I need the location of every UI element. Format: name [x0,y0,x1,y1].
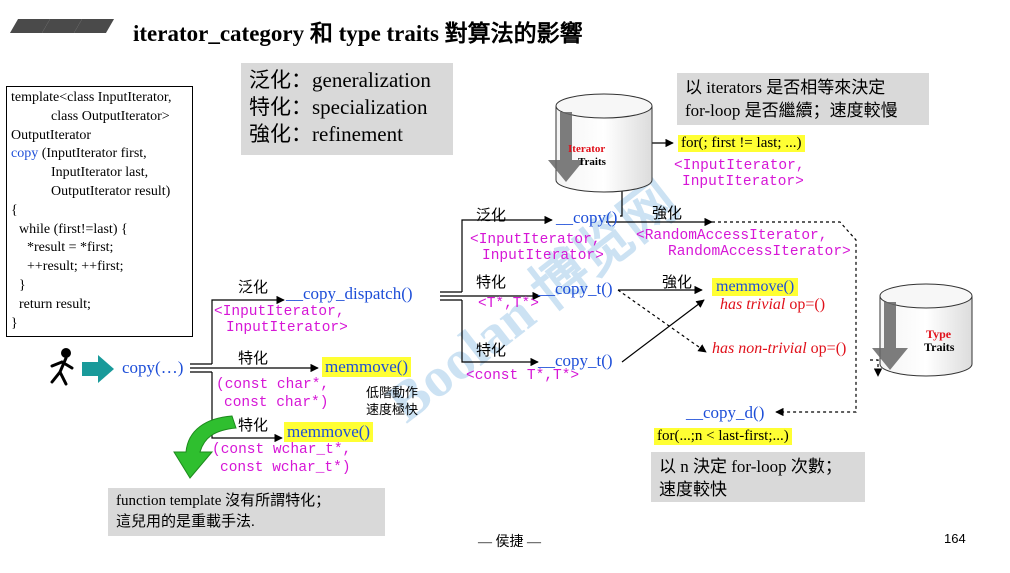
note-line: 速度極快 [366,402,419,417]
code-line: (InputIterator first, [38,146,147,162]
code-line: template<class InputIterator, [11,90,172,105]
condition-text: op=() [785,296,826,313]
note-line: function template 沒有所謂特化； [116,493,331,509]
copy-call: copy(…) [122,358,184,377]
copy-dispatch-fn: __copy_dispatch() [286,284,413,303]
iterator-compare-note: 以 iterators 是否相等來決定 for-loop 是否繼續；速度較慢 [677,73,929,125]
cylinder-label: Type [926,327,952,341]
input-iterator-args: <InputIterator, InputIterator> [674,158,805,190]
person-icon [50,348,74,386]
code-line: OutputIterator result) [51,183,171,199]
code-line: return result; [19,296,91,312]
note-line: for-loop 是否繼續；速度較慢 [685,101,898,120]
memmove-trivial: memmove() [712,278,799,296]
memmove-wchar: memmove() [284,422,374,442]
footer-author: — 侯捷 — [478,535,541,550]
label-specialization: 特化 [476,343,507,359]
has-non-trivial-op: has non-trivial op=() [712,340,846,358]
args-line: <InputIterator, [674,158,805,174]
args-line: RandomAccessIterator> [668,244,851,260]
char-args: (const char*, const char*) [216,376,329,412]
page-number: 164 [944,531,966,546]
code-line: } [11,315,18,331]
condition-text: op=() [806,340,847,357]
code-box: template<class InputIterator, class Outp… [6,86,193,337]
args-line: (const wchar_t*, [212,442,352,458]
label-specialization: 特化 [476,275,507,291]
condition-text: has non-trivial [712,340,807,357]
n-loop-note: 以 n 決定 for-loop 次數； 速度較快 [651,452,865,502]
low-level-note: 低階動作 速度極快 [366,384,418,418]
copy-inner-fn: __copy() [556,208,618,227]
copy-t-const-args: <const T*,T*> [466,368,580,384]
copy-t-pointer-fn: __copy_t() [538,279,613,298]
legend-generalization: 泛化：generalization [249,68,431,92]
dispatch-branch-lines [440,215,553,367]
code-line: *result = *first; [27,240,114,256]
type-traits-cylinder: Type Traits [872,283,973,377]
copy-d-fn: __copy_d() [686,403,765,422]
for-n-loop: for(...;n < last-first;...) [654,428,792,445]
args-line: <RandomAccessIterator, [636,228,828,244]
dispatch-template-args: <InputIterator, InputIterator> [214,304,348,336]
code-copy-keyword: copy [11,146,39,162]
label-generalization: 泛化 [476,208,507,224]
args-line: const char*) [224,395,329,411]
args-line: InputIterator> [482,248,604,264]
page-title: iterator_category 和 type traits 對算法的影響 [133,21,583,46]
copy-inner-args: <InputIterator, InputIterator> [470,232,604,264]
note-line: 低階動作 [366,385,419,400]
code-line: } [19,277,26,293]
call-arrow-icon [82,355,114,383]
label-refinement: 強化 [652,206,683,222]
note-line: 速度較快 [659,480,727,499]
code-line: while (first!=last) { [19,221,128,237]
args-line: <InputIterator, [214,304,345,320]
args-line: InputIterator> [682,174,804,190]
wchar-args: (const wchar_t*, const wchar_t*) [212,441,351,477]
for-first-last-loop: for(; first != last; ...) [678,135,805,152]
has-trivial-op: has trivial op=() [720,296,825,314]
green-curved-arrow [173,415,237,479]
note-line: 以 iterators 是否相等來決定 [685,78,886,97]
copy-t-arrows [617,285,883,377]
random-access-args: <RandomAccessIterator, RandomAccessItera… [636,228,851,260]
condition-text: has trivial [720,296,786,313]
copy-t-const-fn: __copy_t() [538,351,613,370]
note-line: 以 n 決定 for-loop 次數； [659,457,842,476]
code-line: copy (InputIterator first, [11,145,192,164]
code-line: { [11,202,18,218]
label-refinement: 強化 [662,275,693,291]
label-specialization: 特化 [238,418,269,434]
legend-box: 泛化：generalization 特化：specialization 強化：r… [241,63,453,155]
code-line: ++result; ++first; [27,259,124,275]
args-line: <InputIterator, [470,232,601,248]
copy-t-pointer-args: <T*,T*> [478,296,539,312]
code-line: OutputIterator [11,127,92,143]
label-generalization: 泛化 [238,280,269,296]
note-line: 這兒用的是重載手法. [116,514,255,530]
code-line: InputIterator last, [51,165,149,181]
cylinder-label: Traits [578,156,607,168]
cylinder-label: Iterator [568,143,605,155]
args-line: (const char*, [216,377,330,393]
iterator-traits-cylinder: Iterator Traits [548,93,653,193]
memmove-char: memmove() [322,357,412,377]
legend-specialization: 特化：specialization [249,95,428,119]
copy-branch-lines [190,295,319,443]
function-template-note: function template 沒有所謂特化； 這兒用的是重載手法. [108,488,385,536]
down-arrow-icon [872,302,908,370]
legend-refinement: 強化：refinement [249,122,403,146]
args-line: InputIterator> [226,320,348,336]
cylinder-label: Traits [924,340,955,354]
args-line: const wchar_t*) [220,460,351,476]
code-line: class OutputIterator> [51,108,170,124]
down-arrow-icon [548,112,584,182]
label-specialization: 特化 [238,351,269,367]
